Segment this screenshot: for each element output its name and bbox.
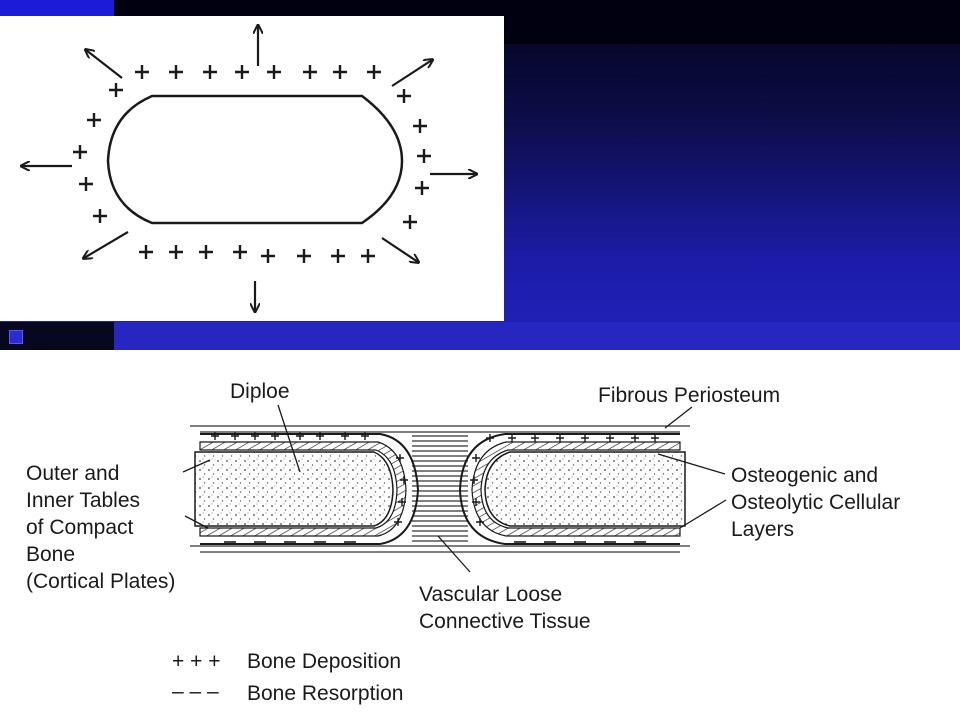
suture-growth-svg <box>0 16 504 321</box>
deposition-plus <box>651 434 659 442</box>
label-osteogenic-2: Osteolytic Cellular <box>731 491 900 514</box>
title-accent <box>0 0 114 16</box>
label-vascular-1: Vascular Loose <box>419 583 562 606</box>
deposition-plus <box>341 432 349 440</box>
plus-sign <box>267 65 281 79</box>
plus-sign <box>139 245 153 259</box>
leader-osteogenic-1 <box>657 453 726 475</box>
deposition-plus <box>508 434 516 442</box>
deposition-plus <box>472 498 480 506</box>
plus-sign <box>261 249 275 263</box>
plus-sign <box>169 245 183 259</box>
arrow-down-left <box>84 231 129 258</box>
arrow-up-right <box>391 60 432 87</box>
deposition-plus <box>606 434 614 442</box>
arrow-up-left <box>86 50 123 79</box>
label-diploe: Diploe <box>230 380 290 403</box>
plus-sign <box>169 65 183 79</box>
deposition-plus <box>400 476 408 484</box>
plus-sign <box>331 249 345 263</box>
deposition-plus <box>231 432 239 440</box>
plus-sign <box>109 83 123 97</box>
plus-sign <box>417 149 431 163</box>
leader-periosteum <box>664 406 693 429</box>
deposition-plus <box>486 434 494 442</box>
label-vascular-2: Connective Tissue <box>419 610 591 633</box>
label-outer-inner-tables-1: Outer and <box>26 462 119 485</box>
bone-capsule-outline <box>106 94 404 225</box>
plus-sign <box>199 245 213 259</box>
deposition-plus <box>271 432 279 440</box>
deposition-plus <box>211 432 219 440</box>
plus-sign <box>361 249 375 263</box>
plus-sign <box>87 113 101 127</box>
deposition-plus-signs <box>73 65 431 263</box>
plus-sign <box>73 145 87 159</box>
plus-sign <box>397 89 411 103</box>
label-outer-inner-tables-2: Inner Tables <box>26 489 140 512</box>
deposition-plus <box>396 454 404 462</box>
plus-sign <box>413 119 427 133</box>
leader-diploe <box>277 404 301 473</box>
deposition-plus <box>472 454 480 462</box>
fibrous-periosteum-lines <box>190 425 690 553</box>
deposition-plus <box>316 432 324 440</box>
suture-cross-section-svg: Diploe Fibrous Periosteum Outer and Inne… <box>26 380 900 705</box>
plus-sign <box>403 215 417 229</box>
right-bone-hatched-layer <box>471 441 681 537</box>
deposition-plus <box>631 434 639 442</box>
deposition-plus <box>251 432 259 440</box>
plus-sign <box>203 65 217 79</box>
label-outer-inner-tables-4: Bone <box>26 543 75 566</box>
leader-lines <box>182 404 727 573</box>
plus-sign <box>297 249 311 263</box>
legend-deposition-symbol: + + + <box>172 650 220 673</box>
leader-outer-table <box>182 459 211 473</box>
label-outer-inner-tables-3: of Compact <box>26 516 134 539</box>
deposition-plus <box>476 518 484 526</box>
arrow-down-right <box>381 237 418 262</box>
deposition-plus <box>398 498 406 506</box>
growth-arrows <box>22 26 476 311</box>
plus-sign <box>333 65 347 79</box>
plus-sign <box>303 65 317 79</box>
plus-sign <box>415 181 429 195</box>
vascular-tissue-lines <box>412 435 468 542</box>
label-fibrous-periosteum: Fibrous Periosteum <box>598 384 780 407</box>
plus-sign <box>93 209 107 223</box>
legend-deposition-label: Bone Deposition <box>247 650 401 673</box>
suture-growth-figure <box>0 16 504 321</box>
deposition-plus <box>394 518 402 526</box>
deposition-plus <box>581 434 589 442</box>
plus-sign <box>367 65 381 79</box>
suture-cross-section-figure: Diploe Fibrous Periosteum Outer and Inne… <box>0 350 960 720</box>
deposition-plus <box>361 432 369 440</box>
legend: + + + Bone Deposition – – – Bone Resorpt… <box>172 650 403 705</box>
deposition-plus <box>470 476 478 484</box>
label-osteogenic-3: Layers <box>731 518 794 541</box>
left-bone-hatched-layer <box>199 441 407 537</box>
leader-vascular <box>437 535 471 573</box>
leader-osteogenic-2 <box>679 499 727 529</box>
right-diploe <box>484 451 686 527</box>
left-bone-outer-table <box>200 433 420 545</box>
leader-inner-table <box>184 515 209 529</box>
deposition-plus <box>531 434 539 442</box>
plus-sign <box>233 245 247 259</box>
plus-sign <box>135 65 149 79</box>
slide-divider-band <box>0 322 960 350</box>
deposition-markers <box>211 432 659 526</box>
plus-sign <box>235 65 249 79</box>
deposition-plus <box>556 434 564 442</box>
bullet-square-icon <box>9 330 23 344</box>
legend-resorption-symbol: – – – <box>172 680 219 703</box>
left-diploe <box>194 451 394 527</box>
deposition-plus <box>296 432 304 440</box>
legend-resorption-label: Bone Resorption <box>247 682 403 705</box>
plus-sign <box>79 177 93 191</box>
label-osteogenic-1: Osteogenic and <box>731 464 878 487</box>
right-bone-outer-table <box>458 433 680 545</box>
label-outer-inner-tables-5: (Cortical Plates) <box>26 570 175 593</box>
